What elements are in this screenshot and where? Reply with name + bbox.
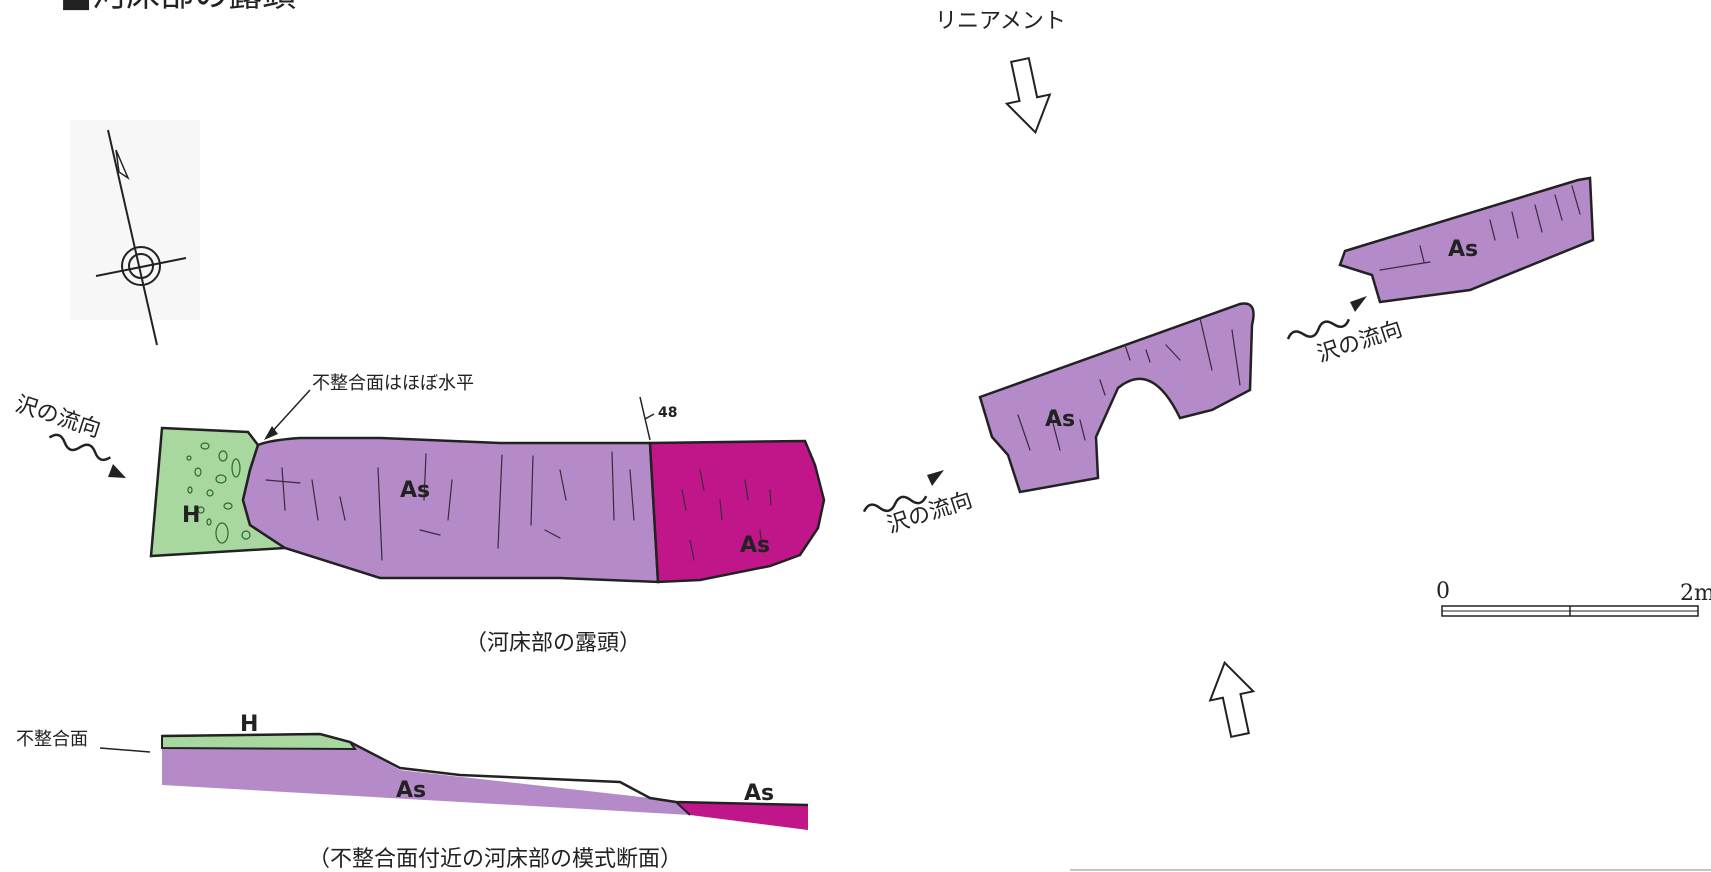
scale-min: 0 [1436, 579, 1450, 604]
section-unit-as-right: As [744, 781, 774, 806]
cross-section [161, 732, 809, 830]
bedrock-magenta [648, 439, 826, 584]
north-arrow-icon [70, 120, 200, 346]
section-unconformity-label: 不整合面 [16, 729, 88, 750]
scale-bar [1441, 605, 1699, 617]
outcrop-right: As [1338, 176, 1595, 304]
cracks [265, 451, 772, 561]
lineament-arrow-down-icon [1004, 56, 1052, 135]
gravel-clasts [186, 442, 251, 544]
flow-label-mid: 沢の流向 [884, 488, 975, 539]
bedrock-middle [978, 302, 1255, 494]
flow-arrow-right-icon [1286, 296, 1367, 340]
section-unit-as: As [396, 778, 426, 803]
scale-max: 2m [1680, 581, 1711, 606]
flow-arrow-mid-icon [862, 470, 944, 513]
caption-outcrop: （河床部の露頭） [465, 631, 641, 656]
dip-value: 48 [658, 405, 677, 421]
unit-label-as-middle: As [1045, 407, 1075, 432]
lineament-arrow-up-icon [1208, 660, 1256, 739]
bedrock-purple [241, 436, 660, 584]
section-unit-h: H [240, 712, 258, 737]
section-bedrock-purple [162, 744, 690, 815]
flow-label-right: 沢の流向 [1314, 317, 1405, 368]
outcrop-left: H As As [149, 426, 826, 584]
page-title: ■河床部の露頭 [60, 0, 296, 15]
bedrock-right [1338, 176, 1595, 304]
lineament-label: リニアメント [935, 9, 1066, 34]
section-unconformity-leader [99, 747, 151, 753]
leader-arrowhead-icon [264, 426, 278, 440]
unconformity-leader [269, 389, 311, 435]
dip-symbol-icon [639, 396, 655, 441]
unit-label-as-purple: As [400, 478, 430, 503]
section-bedrock-magenta [676, 802, 808, 830]
caption-section: （不整合面付近の河床部の模式断面） [308, 847, 682, 872]
section-ground-surface [161, 732, 809, 807]
flow-arrow-left-icon [48, 433, 126, 478]
outcrop-middle: As [978, 302, 1255, 494]
unit-label-as-right: As [1448, 237, 1478, 262]
unconformity-note: 不整合面はほぼ水平 [312, 373, 474, 394]
unit-label-as-magenta: As [740, 533, 770, 558]
unit-label-h: H [182, 503, 200, 528]
